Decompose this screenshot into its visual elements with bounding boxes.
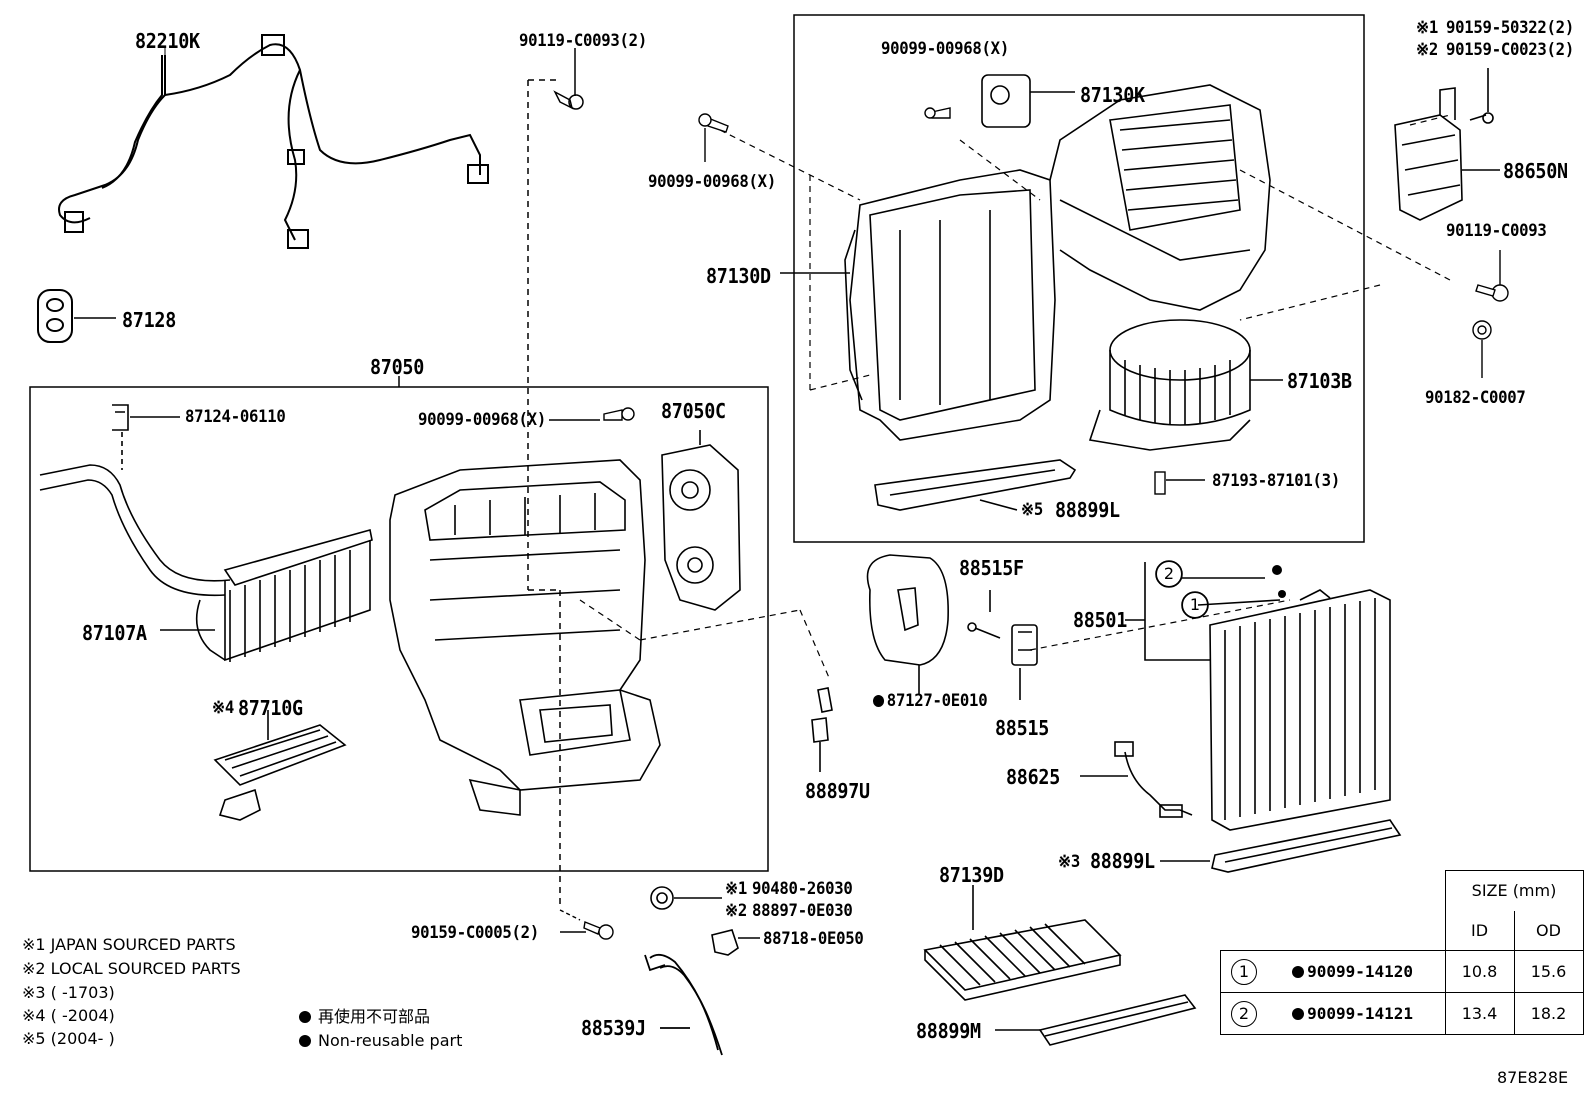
callout-87127-0E010-text: 87127-0E010 [886,691,988,711]
callout-87193-87101-3: 87193-87101(3) [1212,471,1340,491]
sensor-88625 [1080,741,1193,818]
callout-87103B: 87103B [1287,369,1352,393]
callout-90099-00968-a: 90099-00968(X) [881,39,1009,59]
callout-88897U: 88897U [805,779,870,803]
size-table-col-id: ID [1444,910,1515,951]
cover-88899L-3 [1160,819,1402,873]
callout-87139D: 87139D [939,863,1004,887]
actuator-87050C [661,430,741,611]
evaporator-88501 [1125,562,1391,831]
callout-88625: 88625 [1006,765,1061,789]
legend-note-4: ※4 ( -2004) [22,1006,115,1025]
size-table-title: SIZE (mm) [1444,870,1584,911]
cover-88899M [995,994,1197,1046]
callout-90182-C0007: 90182-C0007 [1425,388,1526,408]
size-table: SIZE (mm) ID OD 1 90099-14120 10.8 15.6 … [1220,870,1584,1035]
bracket-88515 [967,590,1038,700]
callout-87710G: 87710G [238,696,303,720]
evaporator-87107A [39,464,373,662]
mark-2: ※2 [1416,40,1438,60]
connector-88718 [711,929,760,956]
callout-82210K: 82210K [135,29,200,53]
seal-87127 [866,554,949,695]
mark-2-88897: ※2 [725,901,747,921]
heater-87710G [213,710,347,821]
callout-88899M: 88899M [916,1019,981,1043]
legend-nonreusable-jp: 再使用不可部品 [318,1007,431,1026]
callout-88501: 88501 [1073,608,1128,632]
callout-87127-0E010: 87127-0E010 [873,691,988,711]
callout-88899L-3: 88899L [1090,849,1155,873]
callout-88899L-5: 88899L [1055,498,1120,522]
mark-1: ※1 [1416,18,1438,38]
blower-motor-87103B [1088,319,1283,451]
callout-87124-06110: 87124-06110 [185,407,286,427]
grommet-90480 [650,886,722,910]
callout-88718-0E050: 88718-0E050 [763,929,864,949]
figure-code: 87E828E [1497,1068,1569,1087]
callout-87107A: 87107A [82,621,147,645]
callout-90099-00968-b: 90099-00968(X) [648,172,776,192]
callout-88515F: 88515F [959,556,1024,580]
callout-90119-C0093: 90119-C0093 [1446,221,1547,241]
table-row: 1 90099-14120 10.8 15.6 [1220,950,1584,993]
blower-group-box [793,14,1365,543]
callout-90480-26030: 90480-26030 [752,879,853,899]
cover-88899L-5 [874,459,1077,511]
size-table-od-1: 15.6 [1513,950,1584,993]
legend-note-2: ※2 LOCAL SOURCED PARTS [22,959,241,978]
actuator-87130K [981,74,1075,128]
size-table-od-2: 18.2 [1513,992,1584,1035]
mark-3-88899L: ※3 [1058,852,1080,872]
callout-87130D: 87130D [706,264,771,288]
mark-4-87710G: ※4 [212,698,234,718]
grommet-87128 [37,289,73,343]
callout-90159-50322-2: 90159-50322(2) [1446,18,1574,38]
wire-harness-82210K [58,34,489,249]
callout-90159-C0005-2: 90159-C0005(2) [411,923,539,943]
nonreusable-dot-icon [1292,965,1305,978]
table-row: 2 90099-14121 13.4 18.2 [1220,992,1584,1035]
size-table-id-2: 13.4 [1444,992,1515,1035]
ref-circle-1-table: 1 [1231,958,1257,985]
ref-circle-1: 1 [1182,592,1208,618]
size-table-col-od: OD [1513,910,1584,951]
legend-nonreusable-en: Non-reusable part [318,1031,463,1050]
clip-87124 [112,404,180,470]
nonreusable-dot-icon [1292,1007,1305,1020]
callout-88539J: 88539J [581,1016,646,1040]
filter-87139D [923,885,1122,1001]
callout-90119-C0093-2: 90119-C0093(2) [519,31,647,51]
ref-circle-2: 2 [1156,561,1182,587]
callout-90159-C0023-2: 90159-C0023(2) [1446,40,1574,60]
callout-88650N: 88650N [1503,159,1568,183]
nonreusable-dot-icon [873,695,885,707]
ref-circle-2-table: 2 [1231,1000,1257,1027]
callout-87050C: 87050C [661,399,726,423]
size-table-id-1: 10.8 [1444,950,1515,993]
callout-87130K: 87130K [1080,83,1145,107]
heater-unit-87050 [389,459,661,816]
callout-90099-00968-c: 90099-00968(X) [418,410,546,430]
callout-87050: 87050 [370,355,425,379]
mark-1-90480: ※1 [725,879,747,899]
legend-note-5: ※5 (2004- ) [22,1029,115,1048]
callout-88897-0E030: 88897-0E030 [752,901,853,921]
size-table-part-1: 90099-14120 [1307,961,1414,981]
legend-note-1: ※1 JAPAN SOURCED PARTS [22,935,236,954]
module-88650N [1394,68,1500,221]
callout-87128: 87128 [122,308,177,332]
blower-case-87130D [844,84,1271,441]
legend-note-3: ※3 ( -1703) [22,983,115,1002]
mark-5-88899L: ※5 [1021,500,1043,520]
callout-88515: 88515 [995,716,1050,740]
bolt-90119 [527,48,584,905]
drain-hose-88539J [644,953,723,1056]
size-table-part-2: 90099-14121 [1307,1003,1414,1023]
sensor-88897U [811,687,833,772]
